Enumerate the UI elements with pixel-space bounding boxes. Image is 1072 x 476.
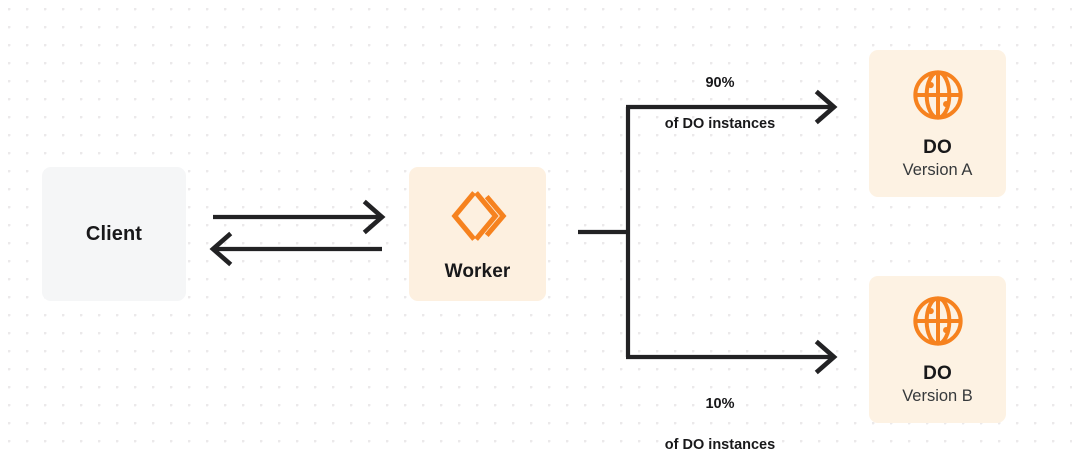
- node-worker-label: Worker: [444, 261, 511, 283]
- node-client: Client: [42, 167, 186, 301]
- edge-label-bottom-percent: 10%: [705, 395, 735, 412]
- edge-client-to-worker: [213, 199, 386, 235]
- node-client-label: Client: [85, 222, 143, 245]
- node-worker: Worker: [409, 167, 546, 301]
- edge-label-bottom-caption: of DO instances: [664, 436, 776, 453]
- node-do-a-label: DO: [923, 136, 952, 158]
- edge-label-top-percent: 90%: [705, 74, 735, 91]
- node-do-b-sublabel: Version B: [902, 386, 973, 405]
- edge-label-top-caption: of DO instances: [664, 115, 776, 132]
- node-do-a-sublabel: Version A: [902, 160, 973, 179]
- cloudflare-workers-icon: [447, 185, 509, 247]
- globe-icon: [909, 66, 967, 124]
- edge-label-top: 90% of DO instances: [600, 52, 840, 155]
- node-do-a: DO Version A: [869, 50, 1006, 197]
- diagram-canvas: Client Worker: [0, 0, 1072, 453]
- globe-icon: [909, 292, 967, 350]
- node-do-b-label: DO: [923, 362, 952, 384]
- edge-label-bottom: 10% of DO instances: [600, 373, 840, 476]
- edge-worker-to-client: [209, 231, 382, 267]
- node-do-b: DO Version B: [869, 276, 1006, 423]
